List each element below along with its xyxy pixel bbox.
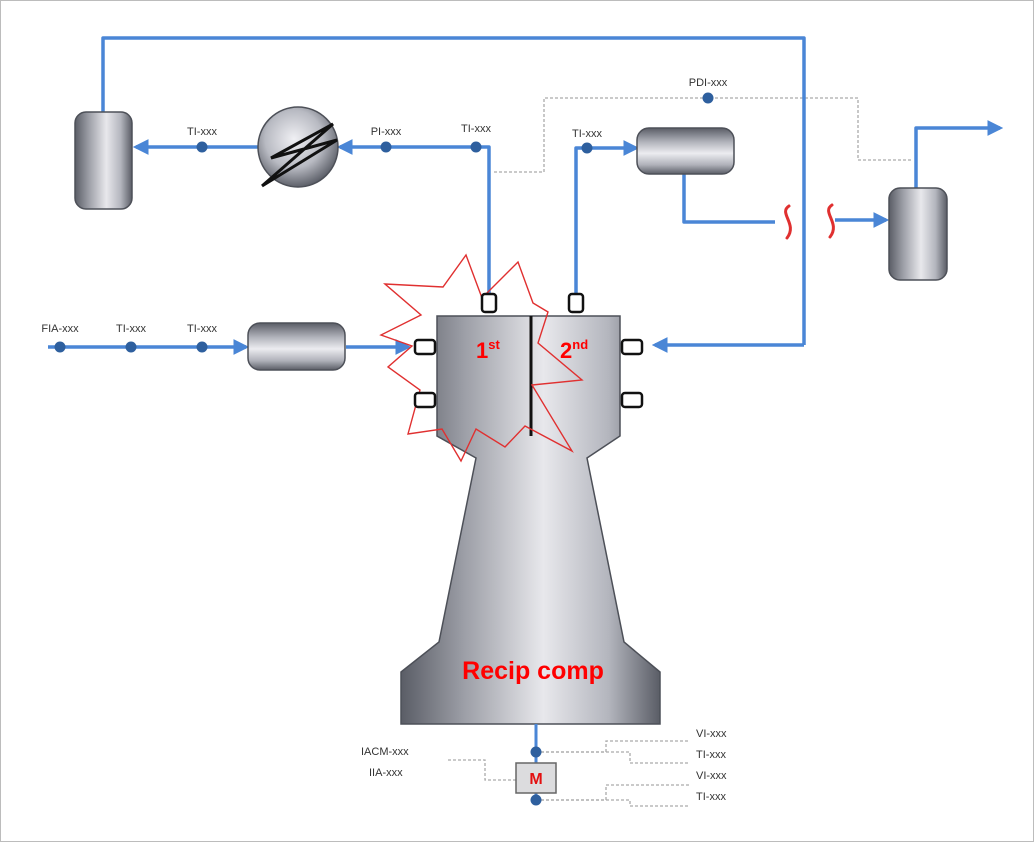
tag-iia: IIA-xxx xyxy=(369,767,403,779)
pdi-signal-line xyxy=(494,97,912,173)
tag-fia: FIA-xxx xyxy=(41,323,79,335)
vessel-icon xyxy=(74,111,133,210)
tag-vi-2: VI-xxx xyxy=(696,770,727,782)
first-stage-inlet-nozzle-lower xyxy=(413,391,437,409)
pdi-dot xyxy=(702,92,714,104)
break-symbol-icon xyxy=(784,203,835,240)
recycle-line xyxy=(101,36,806,345)
burst-hazard-icon xyxy=(379,253,584,463)
motor-lower-dot xyxy=(530,794,542,806)
product-outlet-line xyxy=(914,120,1004,188)
knockout-vessel-icon xyxy=(888,187,948,281)
motor-icon: M xyxy=(515,762,557,794)
tag-ti-top-mid: TI-xxx xyxy=(461,123,491,135)
stage2-label: 2nd xyxy=(560,337,588,363)
ti-inlet-2-dot xyxy=(196,341,208,353)
tag-pi-top: PI-xxx xyxy=(371,126,402,138)
vi-signal-line-1 xyxy=(536,740,690,753)
iacm-signal-line xyxy=(448,759,516,781)
ti-signal-line-1 xyxy=(536,751,690,764)
ti-inlet-1-dot xyxy=(125,341,137,353)
first-stage-discharge-line xyxy=(336,139,491,294)
motor-upper-dot xyxy=(530,746,542,758)
heat-exchanger-icon xyxy=(257,106,339,188)
second-stage-inlet-nozzle-lower xyxy=(620,391,644,409)
tag-ti-top-left: TI-xxx xyxy=(187,126,217,138)
pi-top-dot xyxy=(380,141,392,153)
tag-ti-inlet-2: TI-xxx xyxy=(187,323,217,335)
tag-ti-motor-1: TI-xxx xyxy=(696,749,726,761)
second-stage-inlet-nozzle-upper xyxy=(620,338,644,356)
first-stage-outlet-nozzle xyxy=(480,292,498,314)
process-lines xyxy=(48,36,1004,355)
tag-iacm: IACM-xxx xyxy=(361,746,409,758)
tag-ti-second-discharge: TI-xxx xyxy=(572,128,602,140)
compressor-label: Recip comp xyxy=(462,657,604,685)
first-stage-inlet-nozzle-upper xyxy=(413,338,437,356)
ti-top-mid-dot xyxy=(470,141,482,153)
tag-vi-1: VI-xxx xyxy=(696,728,727,740)
motor-label: M xyxy=(529,771,542,788)
drum-outlet-line xyxy=(682,174,775,224)
tag-pdi: PDI-xxx xyxy=(689,77,728,89)
tag-ti-motor-2: TI-xxx xyxy=(696,791,726,803)
ti-signal-line-2 xyxy=(536,799,690,807)
discharge-drum-icon xyxy=(636,127,735,175)
fia-dot xyxy=(54,341,66,353)
vi-signal-line-2 xyxy=(536,784,690,801)
ti-second-discharge-dot xyxy=(581,142,593,154)
instrument-dots xyxy=(54,92,714,806)
second-stage-discharge-line xyxy=(574,140,640,294)
stage1-label: 1st xyxy=(476,337,500,363)
instrument-tags: TI-xxx PI-xxx TI-xxx TI-xxx PDI-xxx FIA-… xyxy=(41,77,727,803)
second-stage-outlet-nozzle xyxy=(567,292,585,314)
compressor-nozzles xyxy=(413,292,644,409)
recip-compressor-body xyxy=(400,315,661,725)
ti-top-left-dot xyxy=(196,141,208,153)
tag-ti-inlet-1: TI-xxx xyxy=(116,323,146,335)
signal-lines xyxy=(448,97,912,807)
suction-drum-icon xyxy=(247,322,346,371)
